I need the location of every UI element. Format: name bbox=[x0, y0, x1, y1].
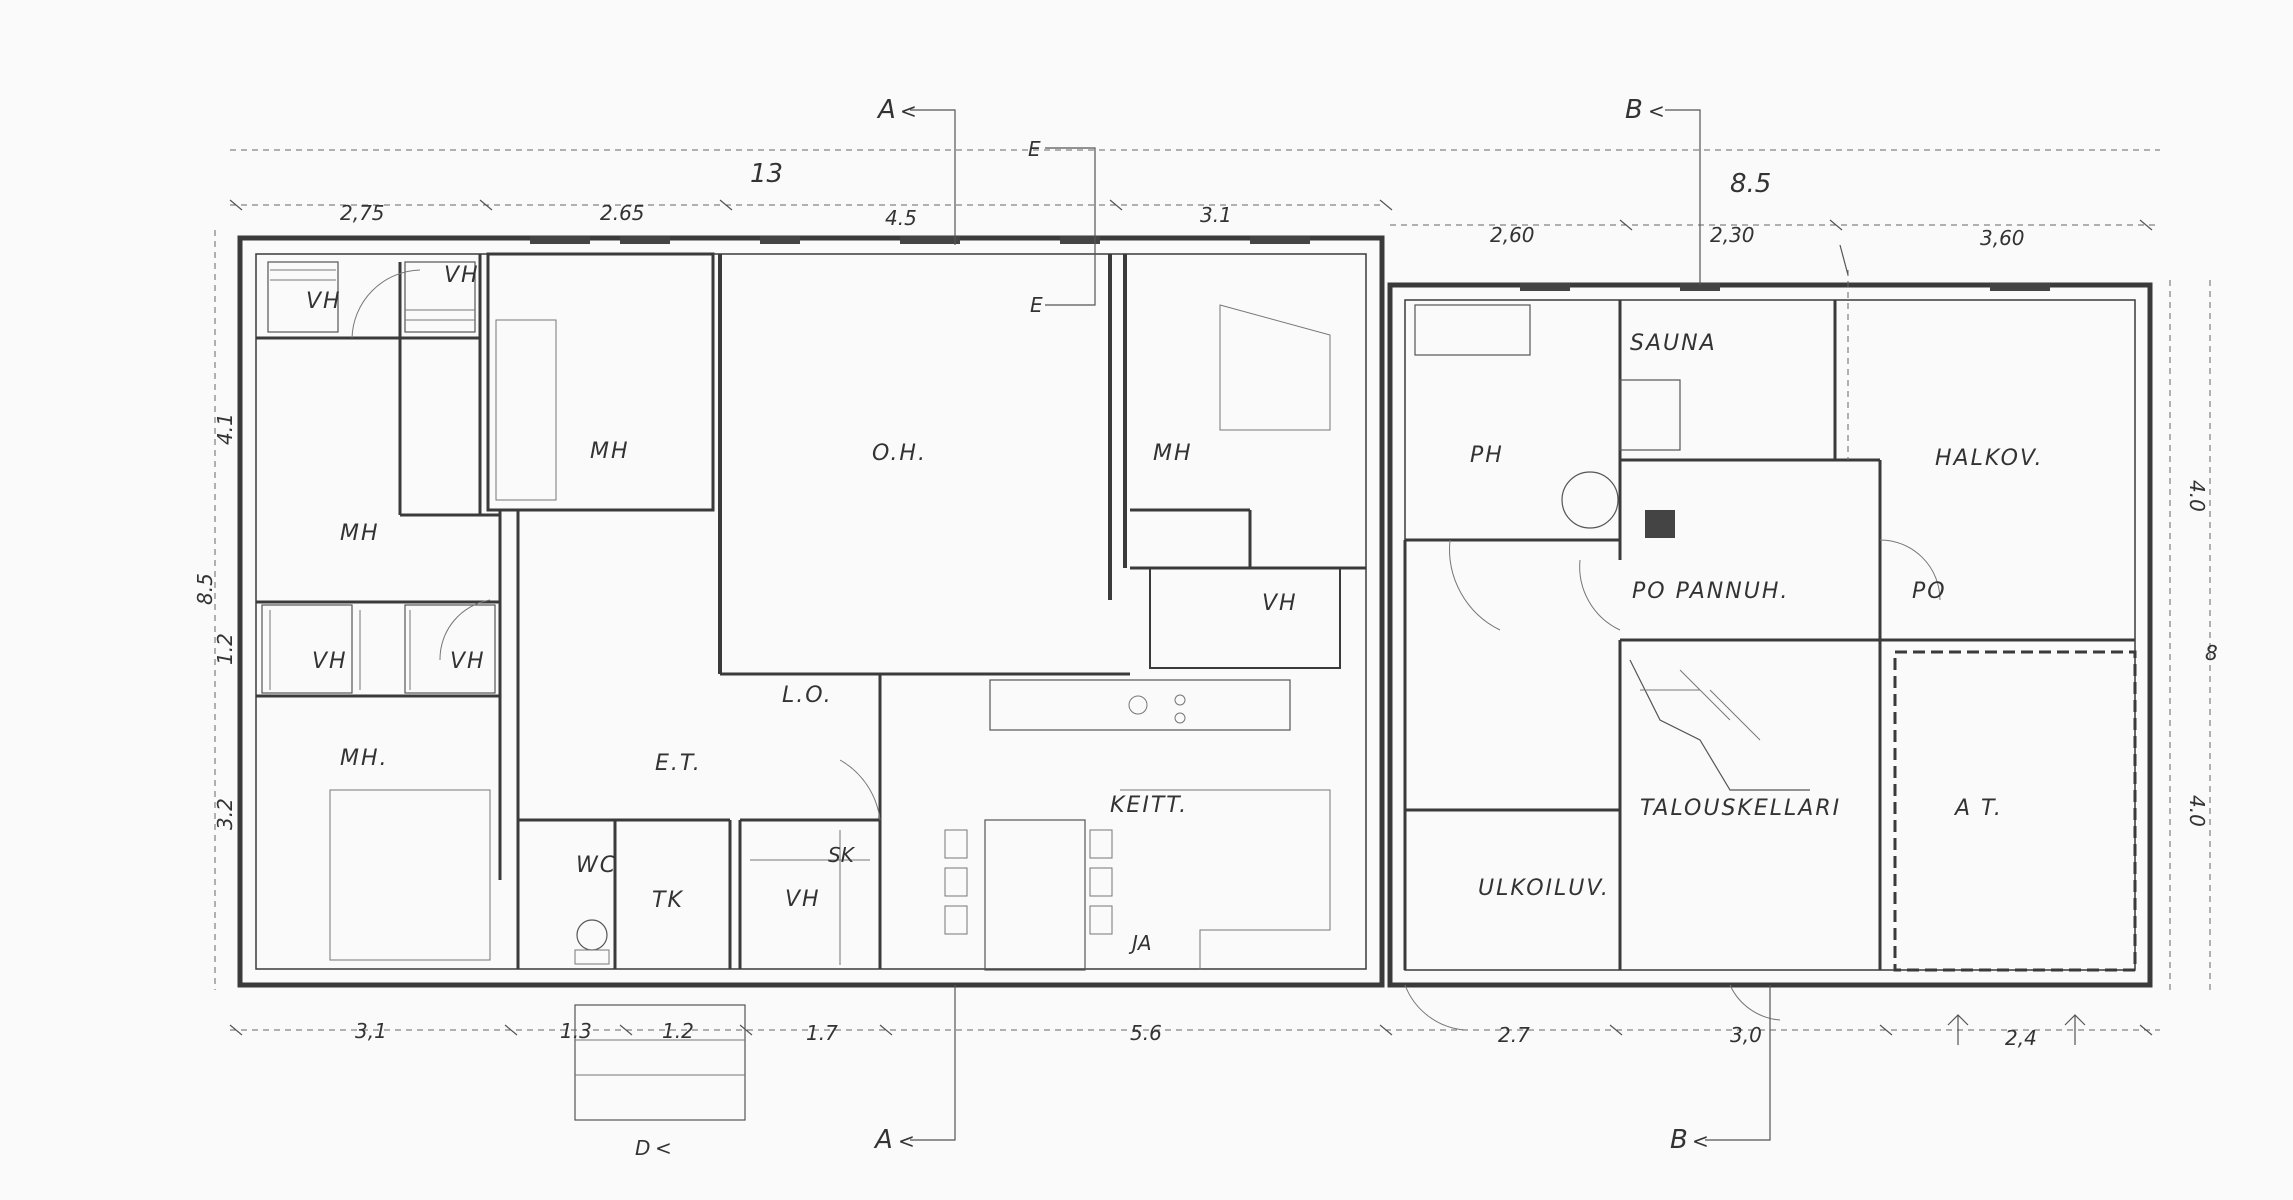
dimension-lines bbox=[214, 149, 2211, 1036]
room-labels: VH VH MH O.H. MH MH VH VH VH MH. E.T. L.… bbox=[306, 263, 2044, 955]
dimension-labels: 13 8.5 2,75 2.65 4.5 3.1 2,60 2,30 3,60 … bbox=[193, 159, 2218, 1050]
windows-top bbox=[530, 236, 2050, 291]
dimension-right: 4.0 bbox=[2185, 795, 2209, 827]
room-label-keitt: KEITT. bbox=[1110, 793, 1188, 818]
room-label-sauna: SAUNA bbox=[1630, 331, 1717, 356]
entrance-steps bbox=[574, 1004, 746, 1121]
dimension-bottom: 2.7 bbox=[1498, 1023, 1530, 1047]
dimension-top: 3.1 bbox=[1200, 203, 1232, 227]
dimension-top: 3,60 bbox=[1980, 226, 2025, 250]
room-label-mh: MH bbox=[590, 439, 630, 464]
room-label-tk: TK bbox=[652, 888, 684, 913]
dimension-left: 3.2 bbox=[213, 798, 237, 830]
dimension-bottom: 1.7 bbox=[806, 1021, 838, 1045]
interior-walls bbox=[256, 252, 2137, 972]
dimension-top: 2.65 bbox=[600, 201, 645, 225]
room-label-ulkoiluv: ULKOILUV. bbox=[1478, 876, 1610, 901]
room-label-oh: O.H. bbox=[872, 441, 927, 466]
dimension-bottom: 1.3 bbox=[560, 1019, 592, 1043]
room-label-vh: VH bbox=[312, 649, 348, 674]
room-label-talouskellari: TALOUSKELLARI bbox=[1640, 796, 1841, 821]
room-label-vh: VH bbox=[450, 649, 486, 674]
dimension-top: 4.5 bbox=[885, 206, 917, 230]
fixtures bbox=[261, 261, 1941, 1031]
room-label-vh: VH bbox=[785, 887, 821, 912]
room-label-sk: SK bbox=[828, 843, 856, 867]
section-marker-d: D bbox=[635, 1136, 650, 1160]
section-marker-b: B bbox=[1625, 95, 1643, 125]
dimension-bottom: 1.2 bbox=[662, 1019, 694, 1043]
room-label-po-pannuh: PO PANNUH. bbox=[1632, 579, 1789, 604]
dimension-top: 2,30 bbox=[1710, 223, 1755, 247]
dimension-total-top-left: 13 bbox=[750, 159, 783, 189]
room-label-lo: L.O. bbox=[782, 683, 833, 708]
dimension-left: 1.2 bbox=[213, 633, 237, 665]
section-arrow: < bbox=[1648, 99, 1665, 123]
section-marker-b: B bbox=[1670, 1125, 1688, 1155]
room-label-vh: VH bbox=[1262, 591, 1298, 616]
dimension-left-total: 8.5 bbox=[193, 573, 217, 605]
dimension-top: 2,75 bbox=[340, 201, 385, 225]
section-arrow: < bbox=[655, 1136, 672, 1160]
section-arrow: < bbox=[898, 1129, 915, 1153]
room-label-et: E.T. bbox=[655, 751, 702, 776]
dimension-bottom: 5.6 bbox=[1130, 1021, 1162, 1045]
section-marker-e: E bbox=[1030, 293, 1043, 317]
dimension-bottom: 2,4 bbox=[2005, 1026, 2037, 1050]
room-label-mh: MH bbox=[340, 521, 380, 546]
dimension-right: 4.0 bbox=[2185, 480, 2209, 512]
dimension-right-total: 8 bbox=[2205, 641, 2218, 665]
room-label-po: PO bbox=[1912, 579, 1947, 604]
section-marker-e: E bbox=[1028, 137, 1041, 161]
dimension-top: 2,60 bbox=[1490, 223, 1535, 247]
dimension-bottom: 3,0 bbox=[1730, 1023, 1762, 1047]
room-label-halkov: HALKOV. bbox=[1935, 446, 2044, 471]
room-label-ja: JA bbox=[1128, 931, 1152, 955]
garage-door-arrows bbox=[1947, 1014, 2086, 1045]
section-marker-a: A bbox=[876, 95, 896, 125]
section-arrow: < bbox=[1692, 1129, 1709, 1153]
section-arrow: < bbox=[900, 99, 917, 123]
room-label-mh: MH. bbox=[340, 746, 389, 771]
section-marker-a: A bbox=[873, 1125, 893, 1155]
room-label-wc: WC bbox=[576, 853, 617, 878]
room-label-mh: MH bbox=[1153, 441, 1193, 466]
room-label-ph: PH bbox=[1470, 443, 1504, 468]
dimension-left: 4.1 bbox=[213, 413, 237, 445]
room-label-at: A T. bbox=[1953, 796, 2003, 821]
room-label-vh: VH bbox=[306, 289, 342, 314]
dimension-bottom: 3,1 bbox=[355, 1019, 387, 1043]
room-label-vh: VH bbox=[444, 263, 480, 288]
section-letters: A < A < B < B < E E D < bbox=[635, 95, 1709, 1160]
section-markers bbox=[910, 109, 1849, 1141]
outer-walls-house bbox=[237, 235, 1385, 988]
dimension-total-top-right: 8.5 bbox=[1730, 169, 1771, 199]
